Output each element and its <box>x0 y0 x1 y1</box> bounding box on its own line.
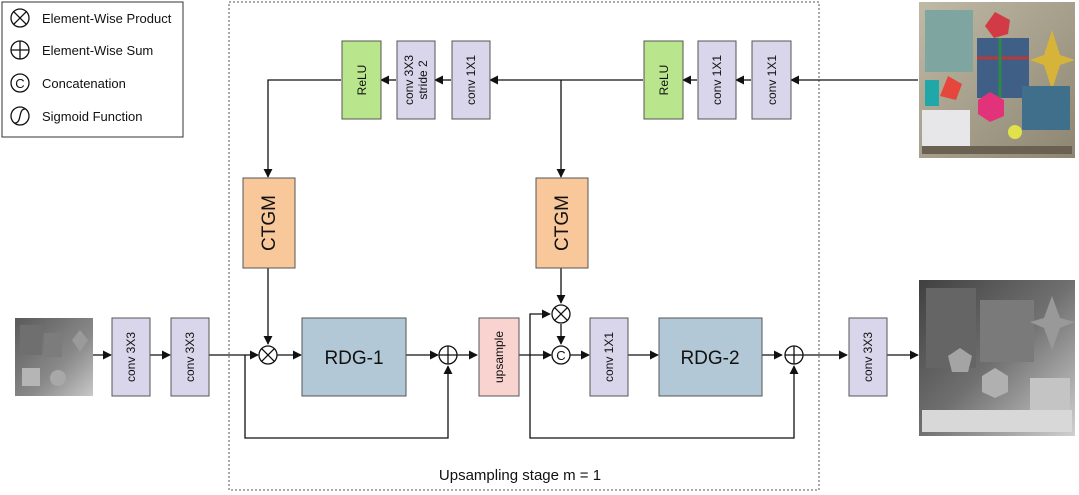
concat-node-symbol: C <box>556 348 565 363</box>
top-conv-b-label: conv 1X1 <box>710 55 724 105</box>
sigmoid-function-icon <box>10 106 30 126</box>
element-wise-sum-icon <box>10 40 30 60</box>
ctgm-right-block: CTGM <box>535 177 589 269</box>
legend-label-concat: Concatenation <box>42 76 126 91</box>
element-wise-product-icon <box>10 8 30 28</box>
top-conv-stride-label-2: stride 2 <box>416 60 430 100</box>
upsample-block: upsample <box>478 317 520 397</box>
top-relu-left-block: ReLU <box>341 40 382 120</box>
top-conv-c-block: conv 1X1 <box>451 40 491 120</box>
ctgm-left-label: CTGM <box>259 195 280 251</box>
top-conv-a-label: conv 1X1 <box>765 55 779 105</box>
ctgm-left-block: CTGM <box>242 177 296 269</box>
legend-label-sum: Element-Wise Sum <box>42 43 153 58</box>
stage-label: Upsampling stage m = 1 <box>439 467 601 484</box>
conv-in-1-label: conv 3X3 <box>124 332 138 382</box>
concatenation-icon: C <box>10 73 30 93</box>
legend-label-sigmoid: Sigmoid Function <box>42 109 142 124</box>
guidance-rgb-image <box>919 2 1075 158</box>
rdg1-block: RDG-1 <box>301 317 407 397</box>
legend-frame <box>1 1 184 138</box>
input-depth-image <box>15 318 93 396</box>
top-relu-left-label: ReLU <box>355 65 369 96</box>
connections <box>93 75 919 439</box>
sum-node-1 <box>438 345 458 365</box>
legend-label-product: Element-Wise Product <box>42 11 172 26</box>
top-conv-c-label: conv 1X1 <box>464 55 478 105</box>
concat-symbol: C <box>15 76 24 91</box>
rdg1-label: RDG-1 <box>324 348 383 369</box>
top-conv-stride-block: conv 3X3 stride 2 <box>396 40 436 120</box>
conv-out-label: conv 3X3 <box>861 332 875 382</box>
top-relu-right-label: ReLU <box>657 65 671 96</box>
rdg2-label: RDG-2 <box>680 348 739 369</box>
product-node-left <box>258 345 278 365</box>
top-conv-a-block: conv 1X1 <box>751 40 792 120</box>
conv-out-block: conv 3X3 <box>848 317 888 397</box>
top-conv-b-block: conv 1X1 <box>697 40 737 120</box>
top-conv-stride-label-1: conv 3X3 <box>402 55 416 105</box>
conv-mid-label: conv 1X1 <box>602 332 616 382</box>
upsample-label: upsample <box>492 331 506 383</box>
conv-in-2-label: conv 3X3 <box>183 332 197 382</box>
output-depth-image <box>919 280 1075 436</box>
upsampling-stage-frame <box>228 1 820 491</box>
ctgm-right-label: CTGM <box>552 195 573 251</box>
legend: Element-Wise Product Element-Wise Sum C … <box>1 1 184 138</box>
top-relu-right-block: ReLU <box>643 40 684 120</box>
product-node-right <box>551 304 571 324</box>
conv-in-1-block: conv 3X3 <box>111 317 151 397</box>
conv-mid-block: conv 1X1 <box>589 317 629 397</box>
conv-in-2-block: conv 3X3 <box>170 317 210 397</box>
sum-node-2 <box>784 345 804 365</box>
concat-node: C <box>551 345 571 365</box>
rdg2-block: RDG-2 <box>658 317 763 397</box>
